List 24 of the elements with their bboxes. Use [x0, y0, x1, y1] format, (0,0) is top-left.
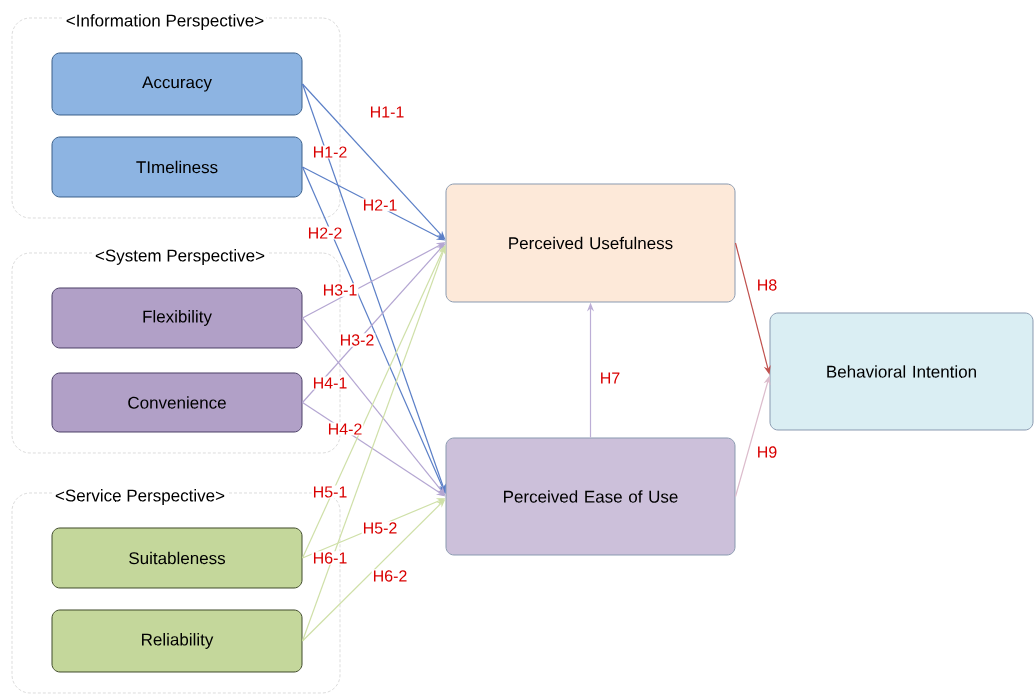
- edge-label: H8: [755, 278, 779, 292]
- edge-label: H7: [598, 371, 622, 385]
- variable-box: Perceived Ease of Use: [445, 437, 736, 556]
- edge-label: H2-1: [361, 198, 399, 212]
- edge-label: H5-2: [361, 521, 399, 535]
- edge-label: H2-2: [306, 226, 344, 240]
- variable-box: Behavioral Intention: [769, 312, 1034, 431]
- variable-box: Suitableness: [51, 527, 303, 589]
- variable-box: Reliability: [51, 609, 303, 673]
- variable-box: Perceived Usefulness: [445, 183, 736, 303]
- variable-box: Flexibility: [51, 287, 303, 349]
- edge-label: H1-2: [311, 145, 349, 159]
- edge-label: H9: [755, 445, 779, 459]
- edge-label: H6-2: [371, 569, 409, 583]
- edge-label: H4-1: [311, 376, 349, 390]
- variable-box: Accuracy: [51, 52, 303, 116]
- edge-label: H3-1: [321, 283, 359, 297]
- edge-label: H1-1: [368, 105, 406, 119]
- edge-label: H3-2: [338, 333, 376, 347]
- variable-box: Convenience: [51, 372, 303, 433]
- edge-label: H5-1: [311, 485, 349, 499]
- edge-label: H4-2: [326, 422, 364, 436]
- edge-label: H6-1: [311, 551, 349, 565]
- variable-box: TImeliness: [51, 136, 303, 198]
